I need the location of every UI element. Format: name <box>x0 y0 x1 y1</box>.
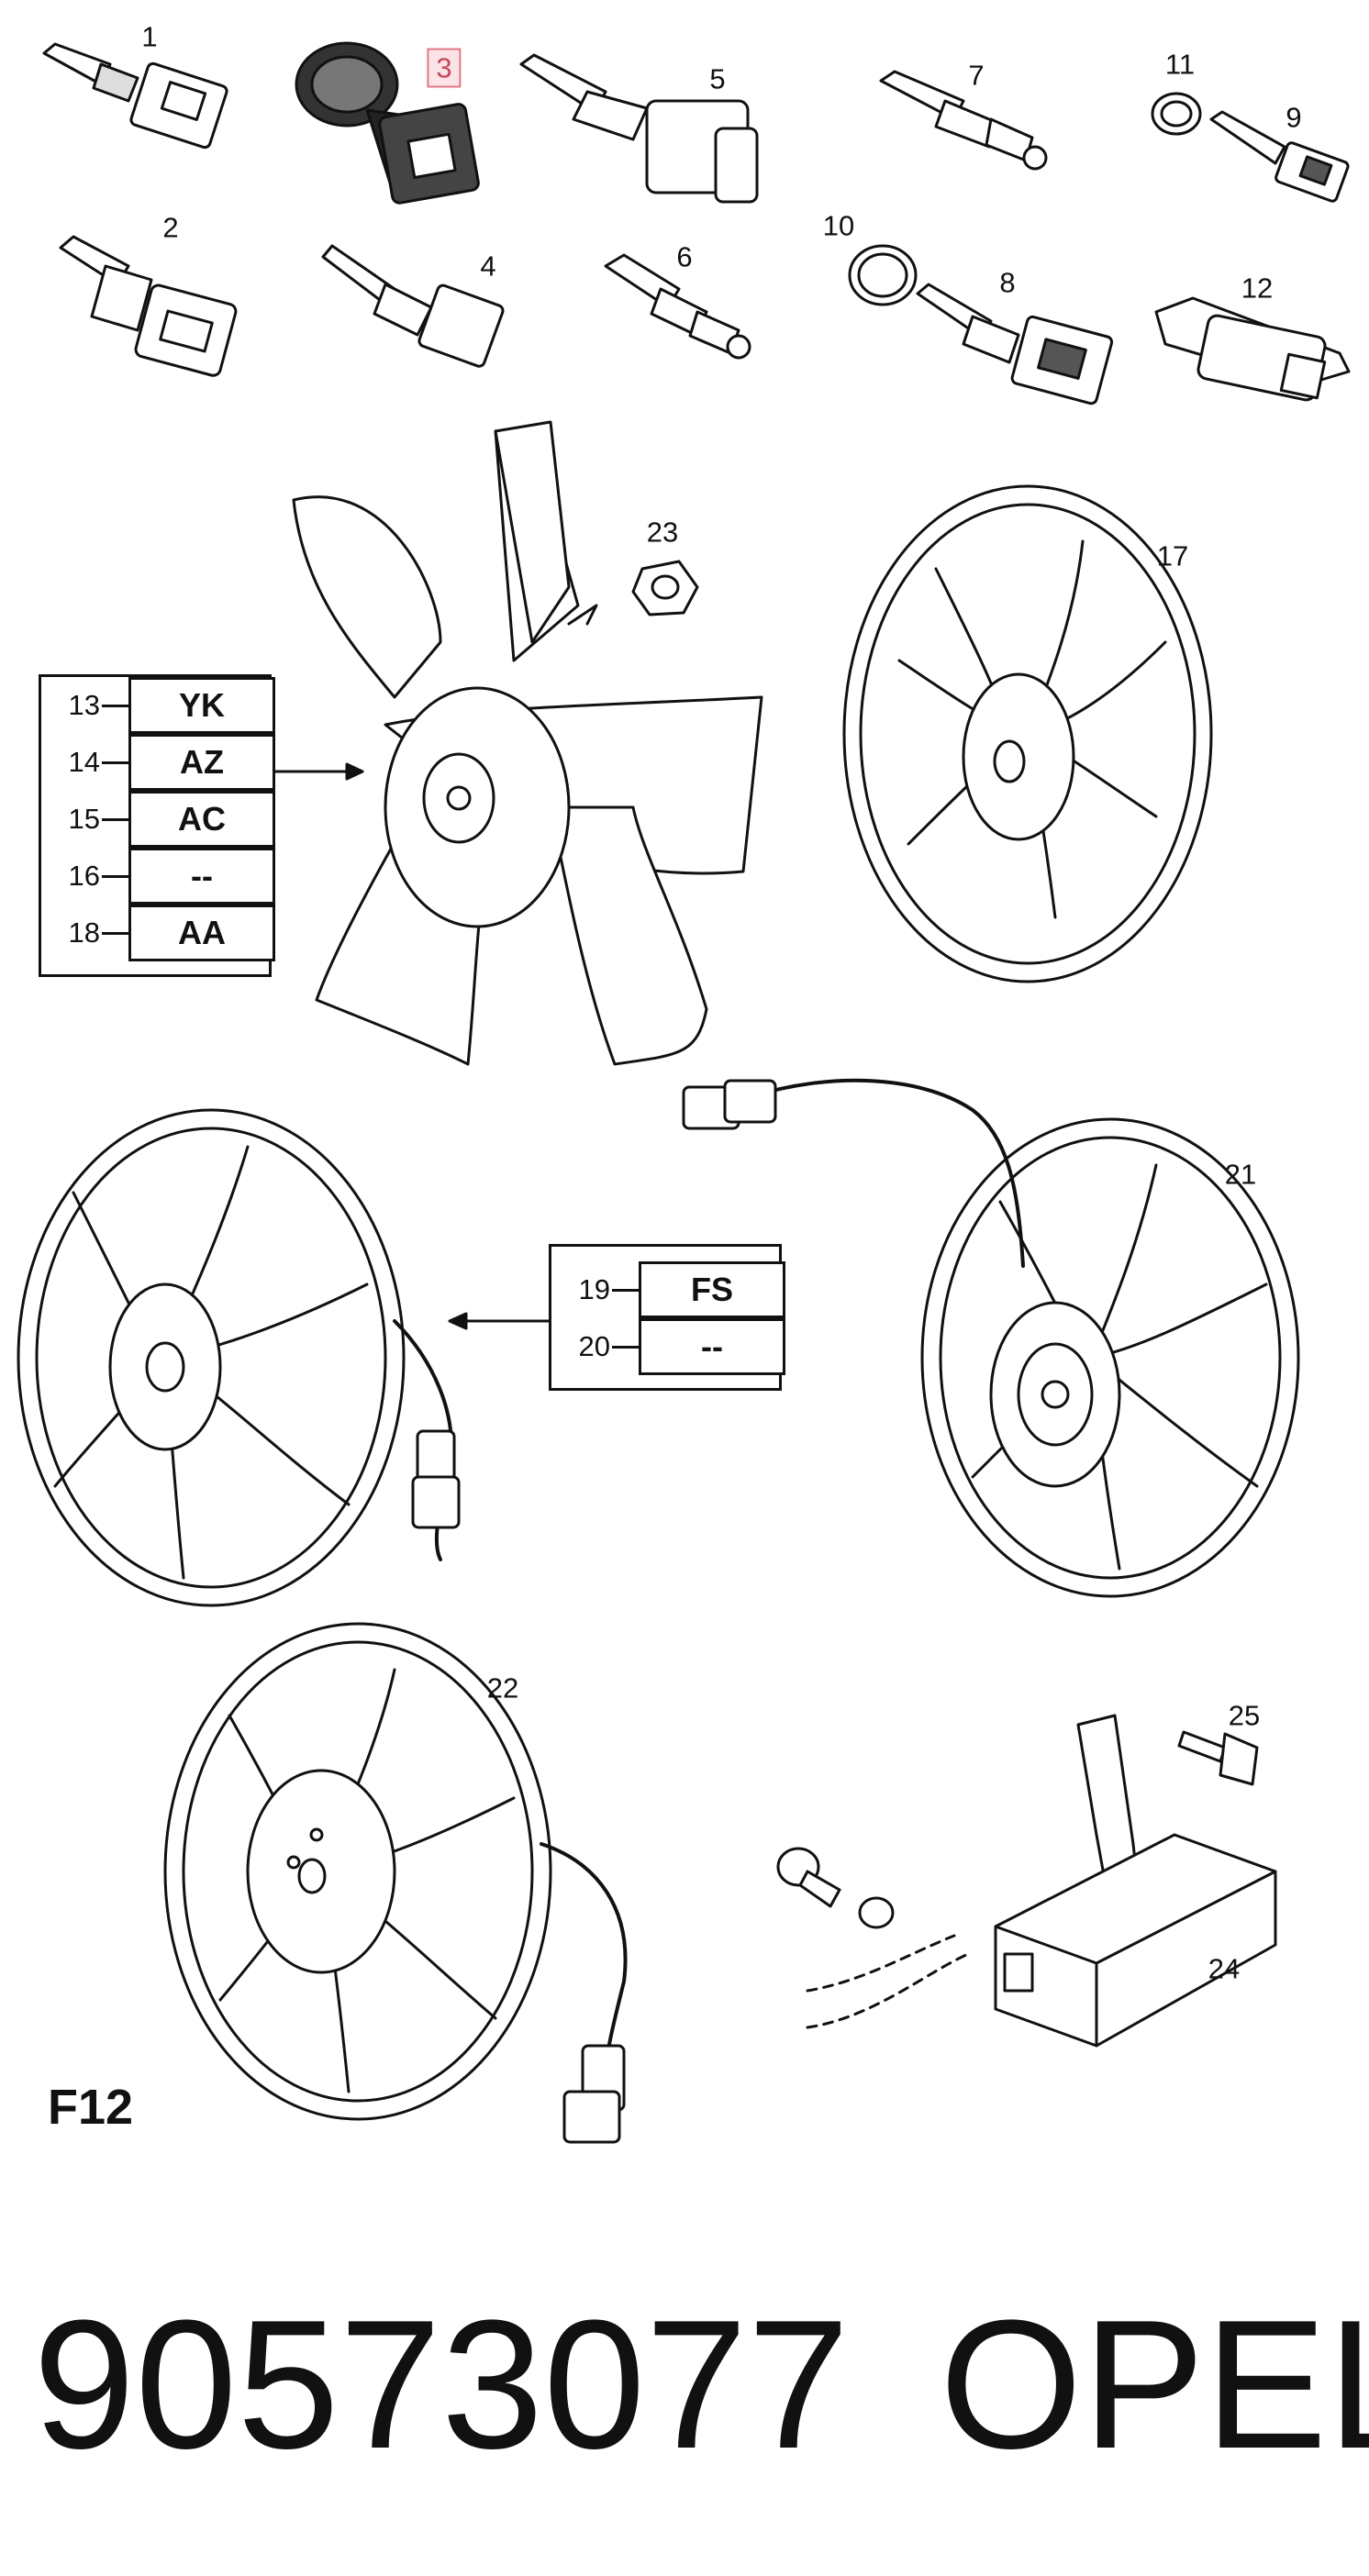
callout-25: 25 <box>1228 1699 1261 1732</box>
row-number: 18 <box>68 916 100 949</box>
row-number: 13 <box>68 689 100 721</box>
callout-5: 5 <box>709 62 726 95</box>
sensor-part-6 <box>604 253 751 360</box>
callout-8: 8 <box>999 266 1016 299</box>
variant-table-fan: 13 YK 14 AZ 15 AC 16 -- 18 AA <box>39 674 275 977</box>
callout-12: 12 <box>1241 272 1274 305</box>
sensor-part-11 <box>1151 92 1202 136</box>
sensor-part-9 <box>1209 110 1350 203</box>
sensor-part-3 <box>295 41 480 205</box>
figure-label: F12 <box>48 2080 134 2135</box>
sensor-part-4 <box>321 244 505 368</box>
callout-1: 1 <box>141 20 158 53</box>
sensor-part-5 <box>519 53 759 204</box>
fan-assembly-21 <box>682 1078 1300 1598</box>
row-leader <box>102 818 148 821</box>
table-row: 13 YK <box>41 677 275 734</box>
variant-code: AC <box>128 791 275 848</box>
callout-6: 6 <box>676 240 693 273</box>
arrow-head-table1 <box>345 762 364 781</box>
table-row: 15 AC <box>41 791 275 848</box>
callout-10: 10 <box>822 209 855 242</box>
variant-code: YK <box>128 677 275 734</box>
sensor-part-8 <box>916 283 1114 405</box>
table-row: 14 AZ <box>41 734 275 791</box>
connector-part-12 <box>1154 296 1351 402</box>
row-number: 15 <box>68 803 100 835</box>
sensor-part-7 <box>879 70 1048 171</box>
callout-17: 17 <box>1156 539 1189 572</box>
resistor-part-24 <box>994 1714 1277 2048</box>
table-row: 18 AA <box>41 905 275 961</box>
variant-table-fan-19-20: 19 FS 20 -- <box>549 1244 785 1391</box>
screw-part-25b <box>776 1847 970 2029</box>
callout-7: 7 <box>968 59 985 92</box>
row-number: 19 <box>578 1273 610 1305</box>
variant-code: AZ <box>128 734 275 791</box>
row-leader <box>612 1289 658 1292</box>
nut-part-23 <box>631 560 699 616</box>
table-row: 16 -- <box>41 848 275 905</box>
fan-assembly-19-20 <box>17 1108 461 1607</box>
brand-name: OPEL <box>940 2282 1369 2487</box>
row-number: 14 <box>68 746 100 778</box>
row-leader <box>612 1346 658 1349</box>
part-number: 90573077 <box>33 2282 850 2487</box>
callout-22: 22 <box>486 1671 519 1704</box>
screw-part-25 <box>1177 1730 1259 1786</box>
sensor-part-2 <box>59 235 238 377</box>
callout-23: 23 <box>646 516 679 549</box>
oring-part-10 <box>848 244 918 306</box>
callout-24: 24 <box>1208 1952 1241 1985</box>
variant-code: -- <box>639 1318 785 1375</box>
row-leader <box>102 932 148 935</box>
arrow-head-table2 <box>448 1312 468 1330</box>
row-leader <box>102 761 148 764</box>
row-number: 16 <box>68 860 100 892</box>
variant-code: FS <box>639 1261 785 1318</box>
callout-21: 21 <box>1224 1158 1257 1191</box>
row-leader <box>102 705 148 707</box>
variant-code: AA <box>128 905 275 961</box>
callout-4: 4 <box>480 250 496 283</box>
sensor-part-1 <box>42 42 228 150</box>
fan-assembly-22 <box>163 1622 628 2144</box>
table-row: 19 FS <box>551 1261 785 1318</box>
callout-9: 9 <box>1286 101 1302 134</box>
callout-2: 2 <box>162 211 179 244</box>
five-blade-fan <box>292 420 763 1066</box>
row-leader <box>102 875 148 878</box>
fan-assembly-17 <box>842 484 1213 983</box>
variant-code: -- <box>128 848 275 905</box>
callout-11: 11 <box>1164 48 1196 81</box>
table-row: 20 -- <box>551 1318 785 1375</box>
row-number: 20 <box>578 1330 610 1362</box>
callout-3-highlighted[interactable]: 3 <box>427 48 462 88</box>
